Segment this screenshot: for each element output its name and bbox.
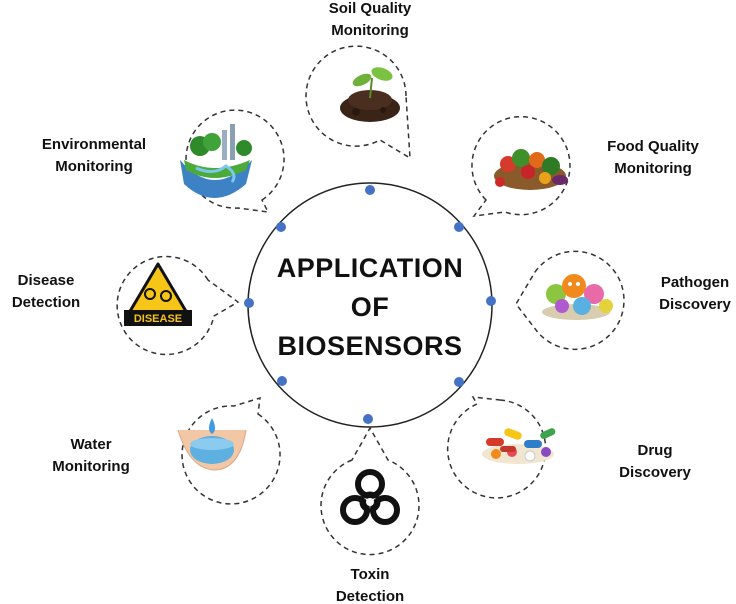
- center-title-line2: OF: [350, 292, 390, 322]
- center-title: APPLICATION OF BIOSENSORS: [254, 249, 486, 366]
- center-title-line3: BIOSENSORS: [277, 331, 463, 361]
- vegetable-basket-icon: [494, 149, 568, 190]
- node-toxin: [363, 414, 373, 424]
- pills-icon: [482, 428, 556, 464]
- circle-nodes: [244, 185, 496, 424]
- drug-bubble: [446, 396, 556, 499]
- microbes-icon: [542, 274, 613, 320]
- biohazard-icon: [336, 468, 404, 536]
- label-food: Food Quality Monitoring: [607, 138, 699, 177]
- pathogen-bubble: [515, 250, 625, 351]
- node-food: [454, 222, 464, 232]
- node-soil: [365, 185, 375, 195]
- earth-ecosystem-icon: [180, 124, 252, 198]
- disease-bubble: DISEASE: [116, 255, 240, 356]
- label-environmental: Environmental Monitoring: [41, 136, 147, 175]
- label-disease: Disease Detection: [11, 272, 81, 311]
- node-environmental: [276, 222, 286, 232]
- disease-warning-icon: DISEASE: [124, 262, 192, 326]
- soil-quality-bubble: [305, 45, 411, 160]
- food-quality-bubble: [471, 115, 571, 217]
- disease-sign-text: DISEASE: [134, 313, 182, 325]
- node-water: [277, 376, 287, 386]
- environmental-bubble: [180, 109, 285, 213]
- water-hands-icon: [177, 418, 247, 471]
- label-pathogen: Pathogen Discovery: [659, 274, 731, 313]
- label-toxin: Toxin Detection: [335, 566, 405, 604]
- label-water: Water Monitoring: [52, 436, 130, 475]
- node-pathogen: [486, 296, 496, 306]
- node-disease: [244, 298, 254, 308]
- node-drug: [454, 377, 464, 387]
- toxin-bubble: [320, 426, 420, 556]
- center-title-line1: APPLICATION: [276, 253, 464, 283]
- label-soil: Soil Quality Monitoring: [328, 0, 412, 39]
- plant-sprout-icon: [340, 67, 400, 122]
- water-bubble: [177, 396, 281, 505]
- label-drug: Drug Discovery: [619, 442, 691, 481]
